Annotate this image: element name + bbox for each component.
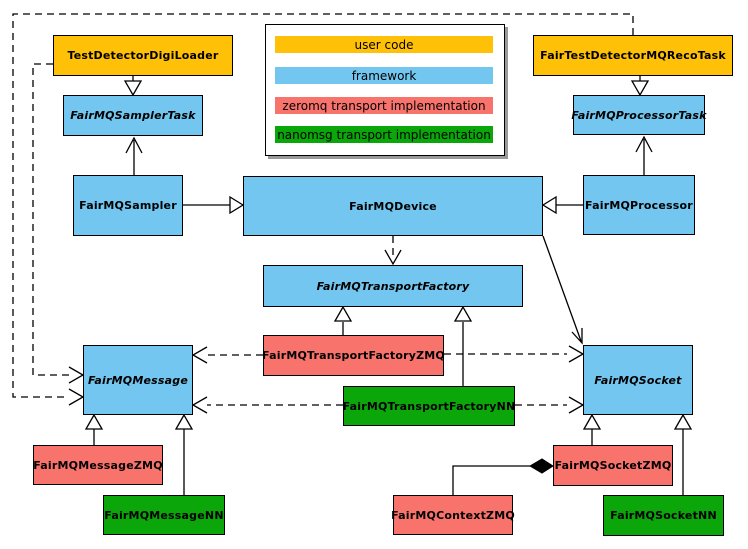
node-fairmq-processor: FairMQProcessor: [583, 175, 695, 235]
legend-item-nanomsg: nanomsg transport implementation: [275, 126, 493, 143]
edge-composition-contextzmq-socketzmq: [452, 458, 554, 495]
node-fairmq-message-nn: FairMQMessageNN: [103, 495, 225, 535]
edge-dependency-tfnn-message: [191, 396, 343, 414]
node-fairmq-socket-nn: FairMQSocketNN: [603, 495, 724, 536]
node-fairmq-message-zmq: FairMQMessageZMQ: [33, 445, 163, 485]
node-fairmq-socket: FairMQSocket: [583, 345, 693, 415]
legend-item-framework: framework: [275, 67, 493, 84]
edge-inheritance-messagezmq-message: [84, 413, 104, 445]
edge-association-processor-processortask: [635, 135, 653, 175]
edge-inheritance-messagenn-message: [174, 413, 194, 495]
edge-inheritance-tfnn-transportfactory: [453, 305, 473, 386]
edge-inheritance-tfzmq-transportfactory: [333, 305, 353, 335]
node-fairmq-socket-zmq: FairMQSocketZMQ: [553, 445, 673, 486]
legend-item-zeromq: zeromq transport implementation: [275, 97, 493, 114]
edge-association-device-socket: [542, 235, 583, 345]
node-fairmq-sampler-task: FairMQSamplerTask: [63, 95, 203, 136]
node-fairmq-message: FairMQMessage: [83, 345, 193, 415]
node-fairmq-device: FairMQDevice: [243, 176, 543, 236]
edge-dependency-tfnn-socket: [515, 396, 585, 414]
edge-inheritance-digiloader-samplertask: [123, 76, 143, 97]
edge-inheritance-socketzmq-socket: [582, 413, 602, 445]
legend: user code framework zeromq transport imp…: [265, 24, 505, 156]
node-fairmq-sampler: FairMQSampler: [73, 175, 183, 236]
node-fairmq-context-zmq: FairMQContextZMQ: [391, 495, 515, 535]
node-fair-test-detector-mq-reco-task: FairTestDetectorMQRecoTask: [533, 35, 733, 76]
node-fairmq-transport-factory-zmq: FairMQTransportFactoryZMQ: [262, 335, 445, 376]
edge-association-sampler-samplertask: [125, 136, 143, 175]
edge-dependency-tfzmq-socket: [444, 345, 585, 363]
edge-inheritance-recotask-processortask: [630, 76, 650, 97]
edge-inheritance-socketnn-socket: [673, 413, 693, 495]
edge-dependency-tfzmq-message: [191, 346, 263, 364]
node-test-detector-digi-loader: TestDetectorDigiLoader: [53, 35, 233, 76]
node-fairmq-processor-task: FairMQProcessorTask: [571, 95, 706, 135]
edge-inheritance-sampler-device: [183, 195, 245, 215]
edge-inheritance-processor-device: [541, 195, 583, 215]
edge-dependency-device-transportfactory: [384, 236, 402, 266]
node-fairmq-transport-factory: FairMQTransportFactory: [263, 265, 523, 307]
legend-item-user-code: user code: [275, 36, 493, 53]
node-fairmq-transport-factory-nn: FairMQTransportFactoryNN: [343, 386, 515, 426]
